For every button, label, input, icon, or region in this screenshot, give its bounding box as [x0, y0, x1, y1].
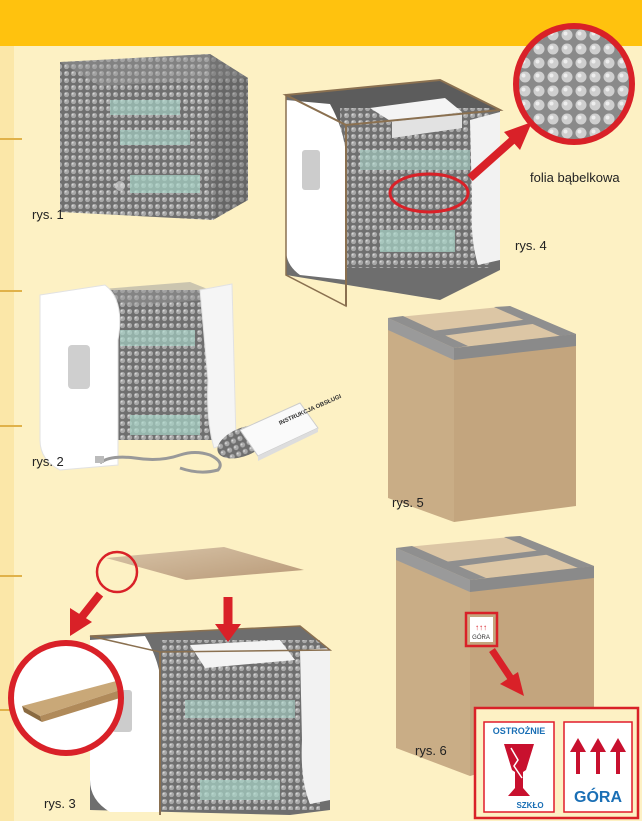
svg-text:↑↑↑: ↑↑↑ — [475, 623, 487, 632]
fragile-bottom-text: SZKŁO — [516, 801, 543, 810]
shipping-labels-inset: OSTROŻNIE SZKŁO GÓRA — [475, 708, 638, 818]
small-up-sticker-text: GÓRA — [472, 634, 490, 641]
closed-taped-box — [388, 306, 576, 522]
figure-1-caption: rys. 1 — [32, 207, 64, 222]
stereo-with-foam-and-accessories: INSTRUKCJA OBSŁUGI — [40, 282, 343, 472]
figure-6-caption: rys. 6 — [415, 743, 447, 758]
stereo-in-bubble-wrap — [60, 54, 248, 220]
up-sticker-text: GÓRA — [574, 787, 622, 806]
zoom-arrow — [81, 594, 100, 618]
figure-3-caption: rys. 3 — [44, 796, 76, 811]
fragile-top-text: OSTROŻNIE — [493, 726, 546, 736]
bubble-wrap-zoom-circle — [516, 26, 632, 142]
this-way-up-sticker: GÓRA — [564, 722, 632, 812]
cardboard-zoom-circle — [11, 643, 121, 753]
up-arrows-icon — [570, 738, 626, 774]
box-with-cardboard-sheet — [90, 547, 330, 815]
small-up-sticker: ↑↑↑ GÓRA — [470, 617, 493, 642]
figure-5-caption: rys. 5 — [392, 495, 424, 510]
bubble-wrap-label: folia bąbelkowa — [530, 170, 620, 185]
figure-2-caption: rys. 2 — [32, 454, 64, 469]
figure-4-caption: rys. 4 — [515, 238, 547, 253]
fragile-glass-sticker: OSTROŻNIE SZKŁO — [484, 722, 554, 812]
